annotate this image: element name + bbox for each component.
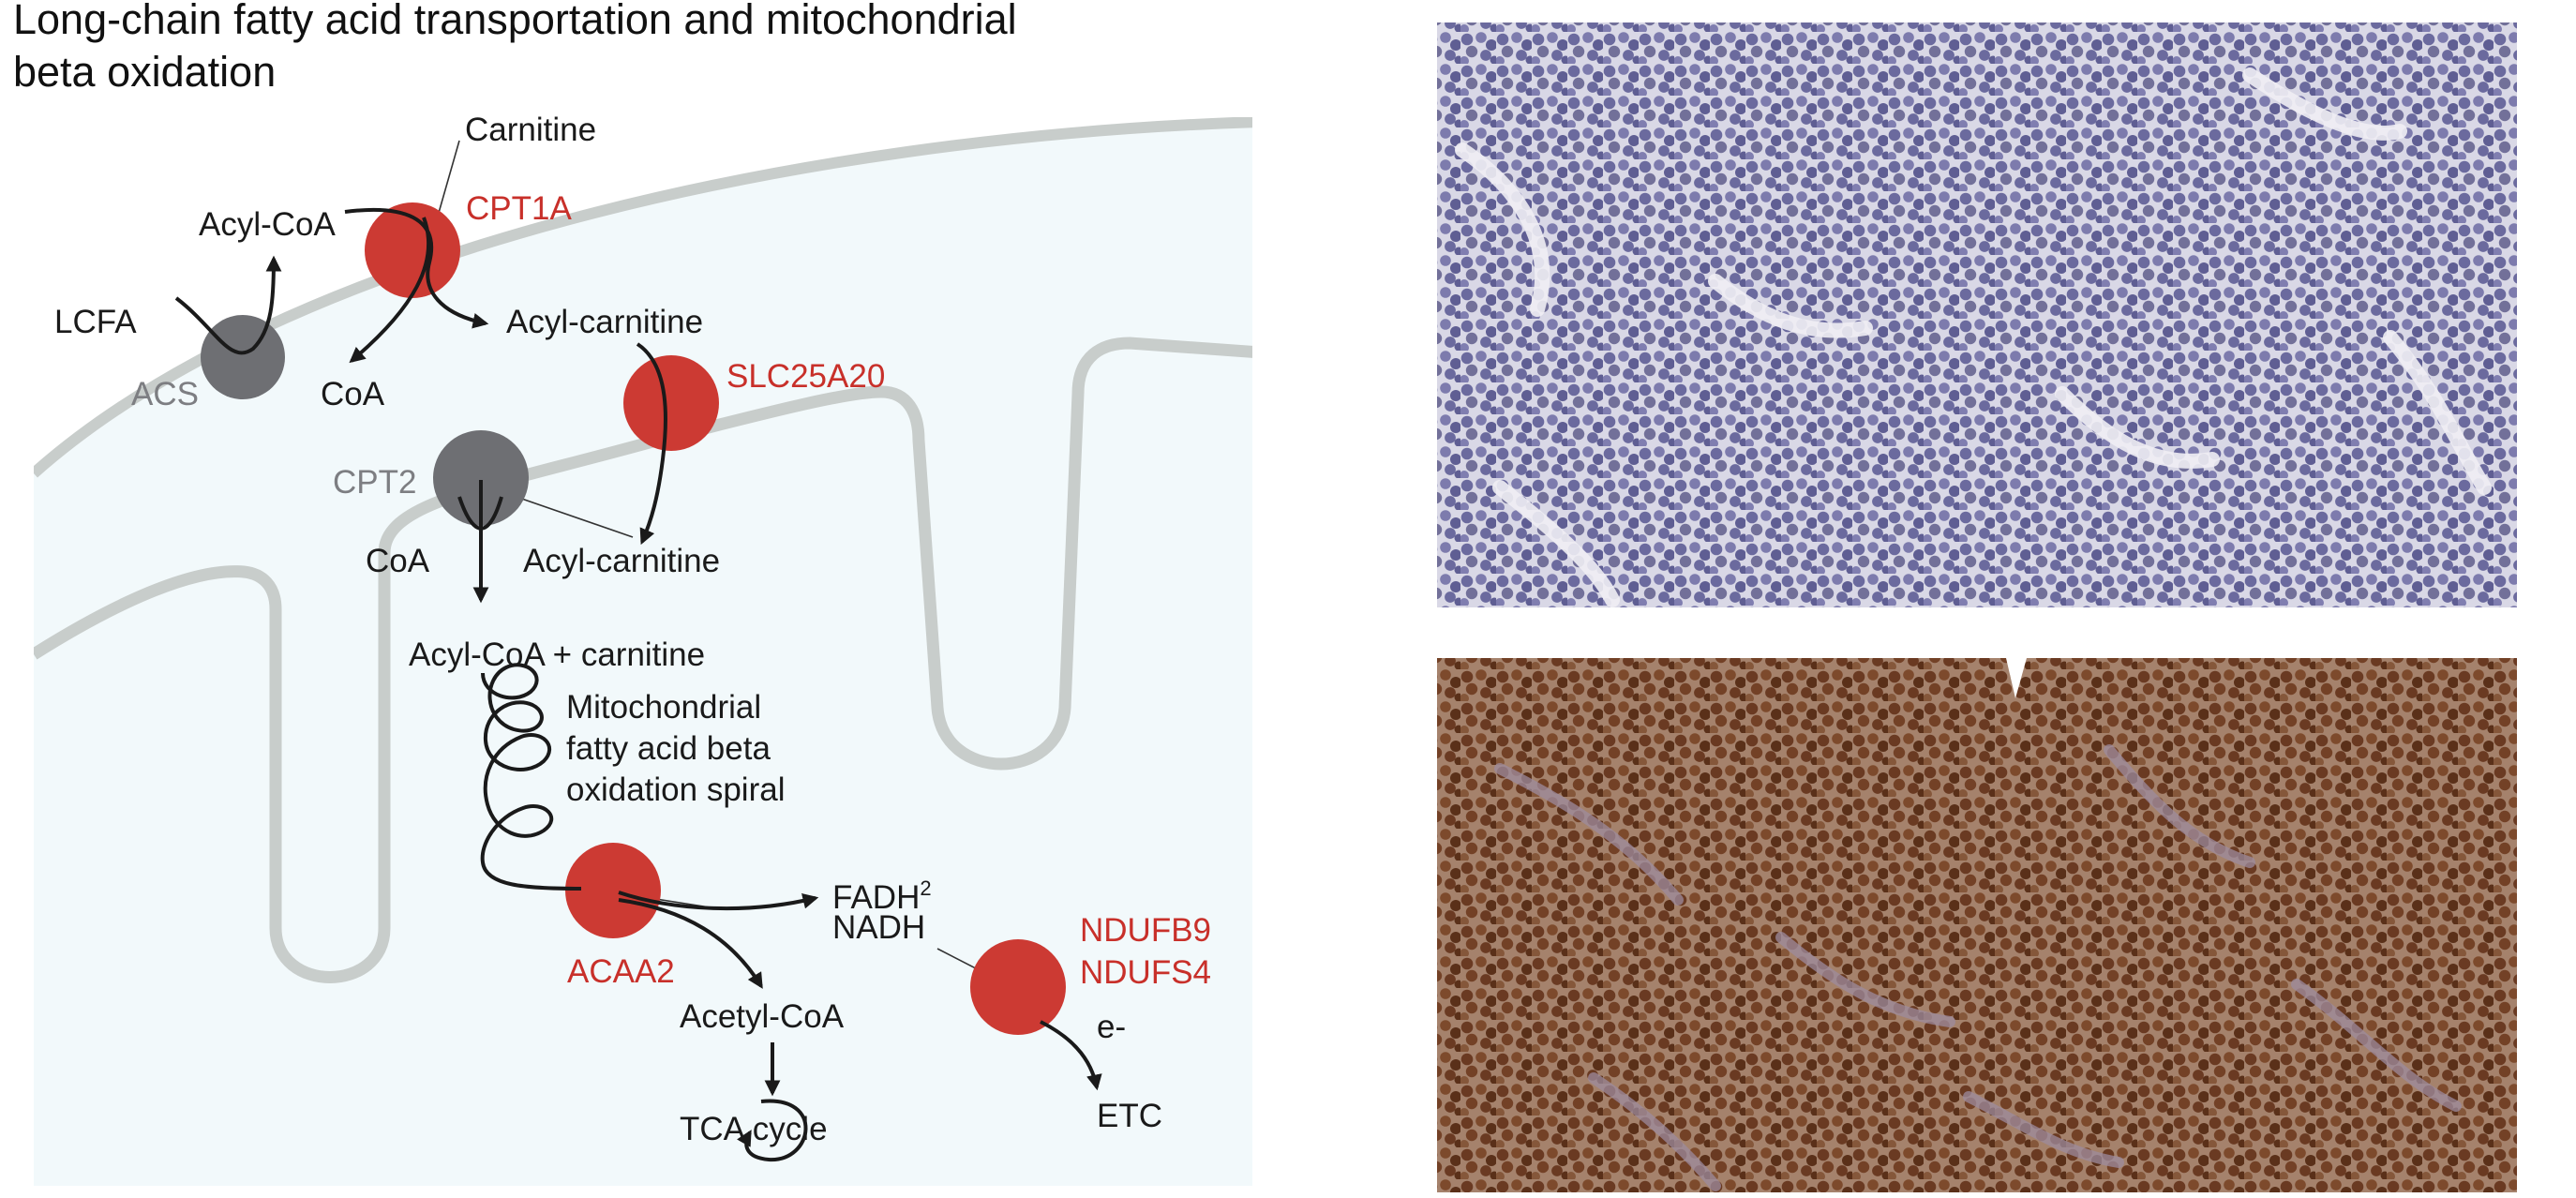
arrow-acaa2-to-fadh2 bbox=[618, 891, 819, 911]
label-spiral-line-3: oxidation spiral bbox=[566, 771, 785, 808]
micrograph-bottom bbox=[1437, 658, 2517, 1192]
micrograph-bottom-gap bbox=[2006, 658, 2027, 698]
micrograph-top bbox=[1437, 22, 2517, 607]
slc25a20-enzyme bbox=[623, 355, 719, 451]
label-tca-cycle: TCA cycle bbox=[680, 1111, 828, 1147]
inner-membrane bbox=[34, 337, 1252, 983]
label-acyl-coa-outer: Acyl-CoA bbox=[199, 206, 337, 243]
outer-membrane bbox=[34, 117, 1252, 478]
label-cpt1a: CPT1A bbox=[466, 190, 572, 227]
label-fadh-main: FADH bbox=[832, 879, 920, 916]
label-ndufb9: NDUFB9 bbox=[1080, 912, 1211, 949]
arrow-slc25a20-transport bbox=[636, 342, 667, 546]
label-nadh: NADH bbox=[832, 909, 925, 946]
arrow-lcfa-to-acyl-coa bbox=[174, 255, 282, 355]
label-lcfa: LCFA bbox=[54, 304, 137, 340]
label-acaa2: ACAA2 bbox=[567, 953, 675, 990]
label-carnitine: Carnitine bbox=[465, 112, 596, 148]
arrow-complex-i-to-etc bbox=[1040, 1020, 1102, 1091]
label-spiral-line-1: Mitochondrial bbox=[566, 689, 761, 726]
title-line-2: beta oxidation bbox=[13, 48, 276, 96]
micrograph-top-stroma bbox=[1455, 67, 2492, 607]
mitochondrion-interior bbox=[34, 122, 1252, 1186]
label-fadh: FADH2 bbox=[832, 876, 932, 916]
arrow-acyl-coa-to-acyl-carnitine bbox=[344, 207, 489, 329]
label-coa-outer: CoA bbox=[321, 376, 385, 412]
label-etc: ETC bbox=[1097, 1098, 1162, 1134]
arrow-cpt1a-to-coa bbox=[349, 217, 431, 364]
micrograph-bottom-stroma bbox=[1494, 744, 2462, 1191]
label-fadh-superscript: 2 bbox=[920, 876, 931, 900]
title-line-1: Long-chain fatty acid transportation and… bbox=[13, 0, 1017, 43]
ndufb9-ndufs4-enzyme bbox=[970, 939, 1066, 1035]
label-acyl-carnitine-matrix: Acyl-carnitine bbox=[523, 543, 720, 579]
label-cpt2: CPT2 bbox=[333, 464, 416, 501]
acaa2-enzyme bbox=[565, 843, 661, 938]
mitochondrion-diagram bbox=[34, 117, 1252, 1186]
acs-enzyme bbox=[201, 315, 285, 399]
label-electron: e- bbox=[1097, 1009, 1126, 1045]
label-acs: ACS bbox=[131, 376, 199, 412]
label-coa-inner: CoA bbox=[366, 543, 430, 579]
arrow-acaa2-to-acetyl-coa bbox=[618, 898, 763, 989]
label-acyl-carnitine-ims: Acyl-carnitine bbox=[506, 304, 703, 340]
tca-cycle-loop bbox=[737, 1099, 808, 1162]
leader-cpt2 bbox=[510, 494, 634, 538]
cpt1a-enzyme bbox=[365, 202, 460, 298]
label-ndufs4: NDUFS4 bbox=[1080, 954, 1211, 991]
label-acyl-coa-carnitine: Acyl-CoA + carnitine bbox=[409, 636, 705, 673]
label-slc25a20: SLC25A20 bbox=[726, 358, 885, 395]
cpt2-enzyme bbox=[433, 430, 529, 526]
label-acetyl-coa: Acetyl-CoA bbox=[680, 998, 845, 1035]
label-spiral-line-2: fatty acid beta bbox=[566, 730, 771, 767]
arrow-cpt2-coa-loop bbox=[457, 496, 503, 531]
beta-oxidation-spiral bbox=[480, 663, 582, 891]
